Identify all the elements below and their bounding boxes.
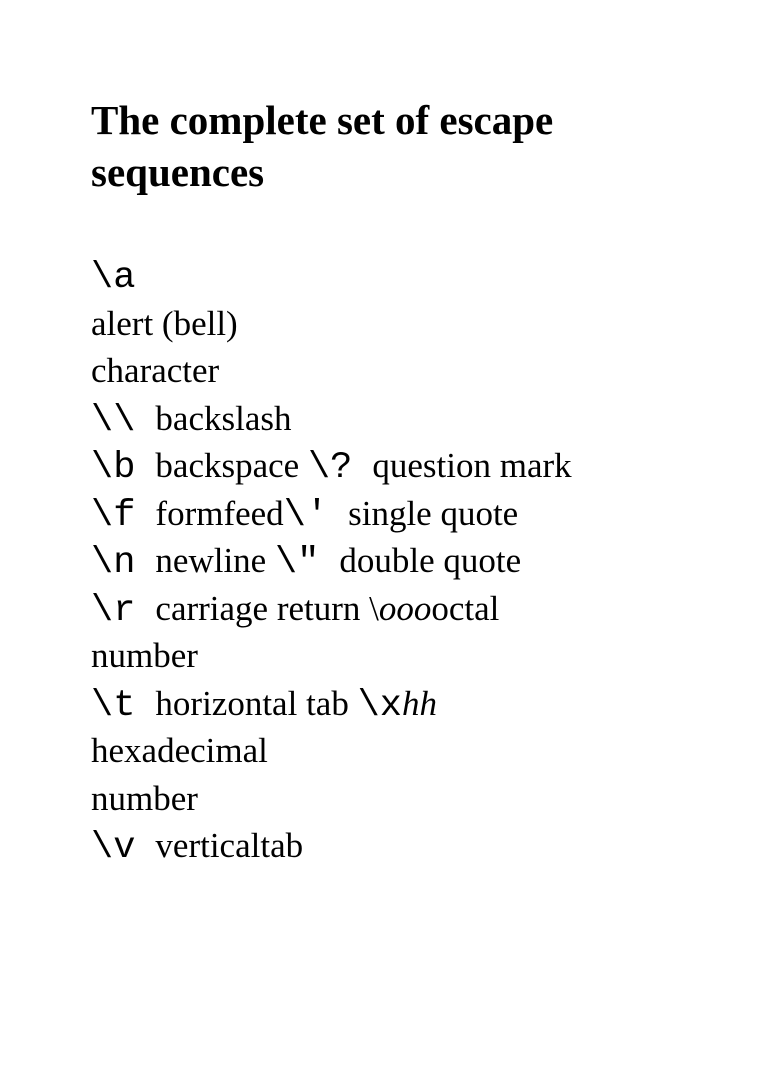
escape-code: \b (91, 447, 136, 489)
escape-code: \f (91, 494, 136, 537)
description-text: backspace (155, 446, 308, 485)
description-text: single quote (348, 493, 519, 533)
description-text: hexadecimal (91, 731, 268, 770)
escape-sequence-line: number (91, 775, 731, 823)
escape-code: \r (91, 589, 136, 632)
description-text: horizontal tab (155, 683, 358, 723)
page-title: The complete set of escape sequences (91, 97, 554, 195)
description-text: alert (bell) (91, 303, 238, 343)
description-text: double quote (339, 541, 522, 580)
escape-sequence-line: \f formfeed\' single quote (91, 490, 731, 538)
description-text: formfeed (155, 493, 284, 533)
escape-code: \\ (91, 399, 136, 442)
escape-sequence-line: \n newline \" double quote (91, 537, 731, 585)
description-text: number (91, 636, 198, 675)
escape-sequence-line: \\ backslash (91, 395, 731, 443)
description-text: character (91, 351, 220, 390)
escape-sequence-line: hexadecimal (91, 727, 731, 775)
description-text: verticaltab (155, 826, 304, 865)
description-text: carriage return \ (155, 588, 379, 628)
escape-code: \? (307, 447, 353, 489)
description-text: backslash (155, 398, 292, 438)
escape-sequence-line: \r carriage return \ooooctal (91, 585, 731, 633)
escape-sequence-line: \t horizontal tab \xhh (91, 680, 731, 728)
escape-sequence-line: \a (91, 252, 731, 300)
escape-sequence-line: number (91, 632, 731, 680)
escape-sequence-line: character (91, 347, 731, 395)
description-text: number (91, 778, 198, 818)
escape-code: \v (91, 827, 136, 869)
escape-sequence-line: \v verticaltab (91, 822, 731, 870)
escape-code: \" (274, 542, 320, 584)
placeholder-text: ooo (378, 588, 432, 628)
escape-code: \x (357, 684, 402, 727)
escape-sequence-line: alert (bell) (91, 300, 731, 348)
description-text: question mark (372, 446, 572, 485)
description-text: newline (155, 541, 275, 580)
description-text: octal (431, 588, 500, 628)
escape-code: \a (91, 257, 136, 299)
placeholder-text: hh (402, 683, 437, 723)
escape-code: \t (91, 684, 136, 727)
escape-code: \n (91, 542, 136, 584)
escape-sequence-line: \b backspace \? question mark (91, 442, 731, 490)
escape-code: \' (283, 494, 329, 537)
